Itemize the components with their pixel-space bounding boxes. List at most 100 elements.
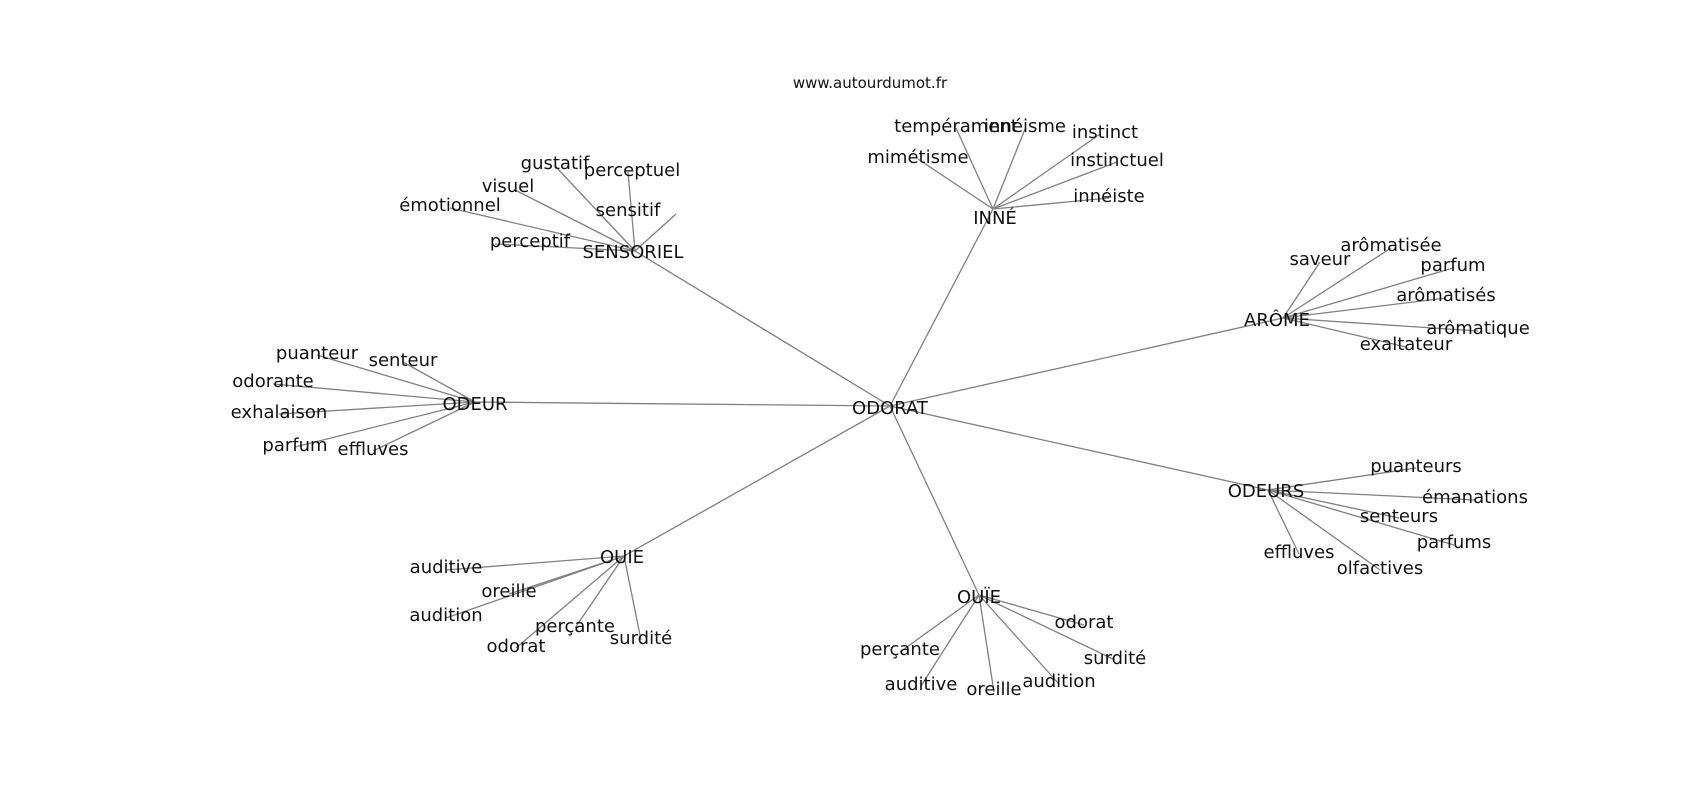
edge-center-odeurs [889,405,1269,491]
edge-arome-2 [1282,267,1454,319]
word-node-inne-1[interactable]: innéisme [984,116,1066,137]
word-node-ouie-0[interactable]: auditive [410,557,483,578]
group-node-inne[interactable]: INNÉ [973,207,1017,229]
group-node-arome[interactable]: ARÔME [1244,309,1310,331]
edge-ouie2-2 [899,594,980,653]
edge-odeurs-4 [1267,489,1300,555]
word-node-ouie2-4[interactable]: auditive [885,674,958,695]
word-node-sensoriel-3[interactable]: émotionnel [399,195,501,216]
edge-arome-3 [1282,297,1447,319]
word-node-odeur-4[interactable]: parfum [262,435,327,456]
edge-odeurs-3 [1267,489,1455,546]
group-node-sensoriel[interactable]: SENSORIEL [582,242,683,263]
edge-odeur-4 [294,401,476,448]
edge-ouie2-1 [978,594,1116,661]
word-node-odeurs-1[interactable]: émanations [1422,487,1528,508]
word-node-arome-3[interactable]: arômatisés [1396,285,1496,306]
site-label: www.autourdumot.fr [793,74,948,92]
edge-inne-0 [955,127,994,210]
edge-inne-3 [917,158,994,210]
word-node-odeurs-5[interactable]: olfactives [1337,558,1423,579]
word-node-odeur-5[interactable]: effluves [338,439,409,460]
word-node-ouie2-3[interactable]: audition [1022,671,1095,692]
word-node-ouie-3[interactable]: perçante [535,616,615,637]
word-node-sensoriel-2[interactable]: visuel [482,176,535,197]
edge-odeurs-1 [1267,489,1476,501]
edge-ouie-2 [445,555,625,619]
edge-ouie-0 [445,555,625,571]
word-node-ouie-1[interactable]: oreille [481,581,536,602]
word-node-ouie2-1[interactable]: surdité [1084,648,1146,669]
edge-odeurs-2 [1267,489,1400,519]
word-node-ouie2-5[interactable]: oreille [966,679,1021,700]
word-node-sensoriel-4[interactable]: sensitif [596,200,661,221]
edge-arome-5 [1282,317,1407,348]
edge-odeurs-5 [1267,489,1381,571]
word-node-arome-2[interactable]: parfum [1420,255,1485,276]
word-node-inne-3[interactable]: mimétisme [867,147,968,168]
edge-arome-4 [1282,317,1479,332]
edge-center-sensoriel [634,250,891,407]
edge-ouie2-0 [978,594,1085,626]
group-node-odeurs[interactable]: ODEURS [1228,481,1305,502]
word-node-odeurs-2[interactable]: senteurs [1360,506,1438,527]
edge-arome-0 [1282,247,1392,319]
edge-center-ouie2 [889,405,980,596]
word-node-arome-0[interactable]: arômatisée [1340,235,1441,256]
edge-sensoriel-4 [634,213,677,252]
edge-center-arome [889,317,1284,407]
edge-center-odeur [474,401,891,407]
edge-ouie2-4 [920,594,980,687]
group-node-ouie2[interactable]: OUÏE [957,587,1001,608]
edge-arome-1 [1282,261,1321,319]
edge-sensoriel-5 [494,243,636,252]
word-node-arome-1[interactable]: saveur [1290,249,1352,270]
edge-odeur-5 [372,401,476,452]
word-node-ouie2-0[interactable]: odorat [1055,612,1114,633]
word-node-ouie-4[interactable]: odorat [487,636,546,657]
edge-center-ouie [623,405,891,557]
group-node-ouie[interactable]: OUIE [600,547,644,568]
group-node-odeur[interactable]: ODEUR [442,394,507,415]
word-node-ouie2-2[interactable]: perçante [860,639,940,660]
word-node-inne-5[interactable]: innéiste [1073,186,1144,207]
word-node-arome-5[interactable]: exaltateur [1360,334,1453,355]
edge-odeur-2 [272,383,476,403]
edge-ouie2-3 [978,594,1060,685]
edge-inne-1 [992,128,1026,210]
word-node-odeurs-4[interactable]: effluves [1264,542,1335,563]
edge-inne-2 [992,133,1101,210]
edge-sensoriel-0 [554,165,636,252]
edge-ouie-5 [623,555,642,641]
word-node-odeur-0[interactable]: puanteur [276,343,359,364]
word-node-odeur-2[interactable]: odorante [232,371,313,392]
word-node-sensoriel-1[interactable]: perceptuel [584,160,680,181]
edge-sensoriel-1 [627,171,636,252]
edge-odeur-3 [278,401,476,415]
word-node-arome-4[interactable]: arômatique [1426,318,1530,339]
edge-inne-4 [992,161,1118,210]
edge-odeurs-0 [1267,467,1417,491]
word-node-odeurs-3[interactable]: parfums [1417,532,1492,553]
word-node-inne-0[interactable]: tempérament [894,116,1018,137]
edge-ouie2-5 [978,594,995,693]
word-node-odeur-3[interactable]: exhalaison [231,402,328,423]
edge-ouie-4 [515,555,625,649]
word-node-odeur-1[interactable]: senteur [369,350,438,371]
word-node-sensoriel-5[interactable]: perceptif [490,231,571,252]
word-node-sensoriel-0[interactable]: gustatif [521,153,590,174]
edge-sensoriel-3 [449,207,636,252]
word-node-ouie-2[interactable]: audition [409,605,482,626]
graph-labels: ODORATSENSORIELgustatifperceptuelvisuelé… [231,116,1530,700]
word-node-inne-4[interactable]: instinctuel [1070,150,1164,171]
edge-inne-5 [992,197,1110,210]
edge-ouie-3 [574,555,625,629]
word-node-ouie-5[interactable]: surdité [610,628,672,649]
edge-odeur-1 [402,361,476,403]
graph-edges [272,127,1479,693]
word-node-odeurs-0[interactable]: puanteurs [1370,456,1462,477]
word-node-inne-2[interactable]: instinct [1072,122,1138,143]
edge-center-inne [889,208,994,407]
center-node[interactable]: ODORAT [852,398,929,419]
